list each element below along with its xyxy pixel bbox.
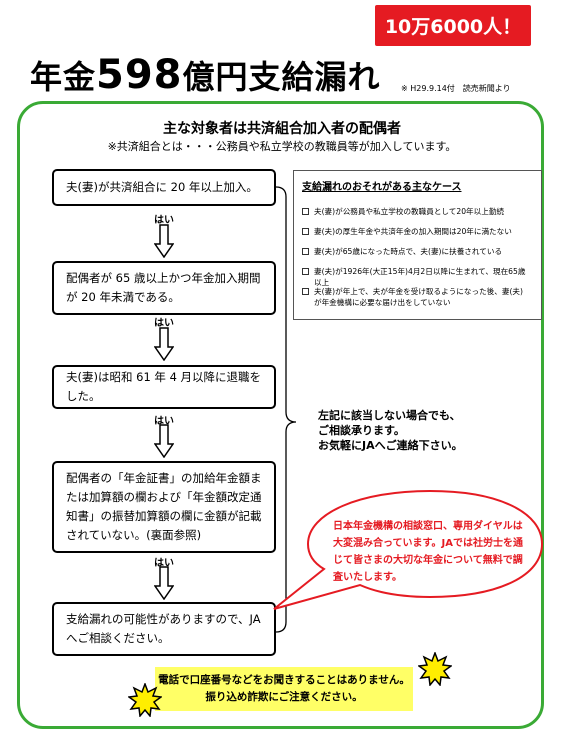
title-suffix: 億円支給漏れ [182, 58, 381, 96]
starburst-icon [128, 683, 162, 717]
flow-step-1-text: 夫(妻)が共済組合に 20 年以上加入。 [66, 180, 258, 194]
title-prefix: 年金 [30, 58, 97, 96]
main-heading: 主な対象者は共済組合加入者の配偶者 [163, 121, 401, 137]
speech-bubble [273, 489, 544, 610]
flow-step-5: 支給漏れの可能性がありますので、JAへご相談ください。 [52, 602, 276, 656]
amount-badge: 10万6000人！ [375, 5, 531, 46]
down-arrow-icon [154, 424, 174, 458]
bubble-text: 日本年金機構の相談窓口、専用ダイヤルは大変混み合っています。JAでは社労士を通じ… [333, 521, 523, 583]
sub-heading: ※共済組合とは・・・公務員や私立学校の教職員等が加入しています。 [107, 140, 457, 153]
note-line-2: ご相談承ります。 [318, 424, 405, 437]
note-line-3: お気軽にJAへご連絡下さい。 [318, 439, 463, 452]
flow-step-5-text: 支給漏れの可能性がありますので、JAへご相談ください。 [66, 612, 261, 645]
checklist-item-text: 妻(夫)の厚生年金や共済年金の加入期間は20年に満たない [314, 227, 512, 236]
flow-step-2: 配偶者が 65 歳以上かつ年金加入期間が 20 年未満である。 [52, 261, 276, 315]
warning-line-1: 電話で口座番号などをお聞きすることはありません。 [158, 674, 410, 686]
flow-step-2-text: 配偶者が 65 歳以上かつ年金加入期間が 20 年未満である。 [66, 271, 261, 304]
checklist-item: 妻(夫)の厚生年金や共済年金の加入期間は20年に満たない [302, 226, 527, 237]
bracket-connector [276, 186, 297, 633]
checklist-item: 夫(妻)が年上で、夫が年金を受け取るようになった後、妻(夫)が年金機構に必要な届… [302, 286, 527, 308]
down-arrow-icon [154, 327, 174, 361]
warning-line-2: 振り込め詐欺にご注意ください。 [205, 691, 363, 703]
starburst-icon [418, 652, 452, 686]
fraud-warning: 電話で口座番号などをお聞きすることはありません。 振り込め詐欺にご注意ください。 [155, 667, 413, 711]
checkbox-icon [302, 268, 309, 275]
checklist-item: 妻(夫)が65歳になった時点で、夫(妻)に扶養されている [302, 246, 527, 257]
consultation-note: 左記に該当しない場合でも、 ご相談承ります。 お気軽にJAへご連絡下さい。 [318, 408, 463, 453]
checklist-item-text: 夫(妻)が年上で、夫が年金を受け取るようになった後、妻(夫)が年金機構に必要な届… [314, 287, 523, 307]
checklist-item: 妻(夫)が1926年(大正15年)4月2日以降に生まれて、現在65歳以上 [302, 266, 527, 288]
yes-label-1: はい [154, 215, 174, 226]
content-frame [17, 101, 544, 729]
source-note: ※ H29.9.14付 読売新聞より [401, 84, 511, 93]
checkbox-icon [302, 248, 309, 255]
checkbox-icon [302, 228, 309, 235]
flow-step-4-text: 配偶者の「年金証書」の加給年金額または加算額の欄および「年金額改定通知書」の振替… [66, 471, 262, 542]
checkbox-icon [302, 288, 309, 295]
flow-step-3-text: 夫(妻)は昭和 61 年 4 月以降に退職をした。 [66, 370, 262, 403]
yes-label-2: はい [154, 318, 174, 329]
title-number: 598 [96, 52, 183, 98]
checklist-item: 夫(妻)が公務員や私立学校の教職員として20年以上勤続 [302, 206, 527, 217]
note-line-1: 左記に該当しない場合でも、 [318, 409, 461, 422]
checklist-title: 支給漏れのおそれがある主なケース [302, 182, 462, 193]
checklist-item-text: 妻(夫)が65歳になった時点で、夫(妻)に扶養されている [314, 247, 503, 256]
checklist-item-text: 妻(夫)が1926年(大正15年)4月2日以降に生まれて、現在65歳以上 [314, 267, 526, 287]
down-arrow-icon [154, 224, 174, 258]
cases-checklist [293, 170, 542, 320]
yes-label-4: はい [154, 558, 174, 569]
checklist-item-text: 夫(妻)が公務員や私立学校の教職員として20年以上勤続 [314, 207, 505, 216]
page-title: 年金598億円支給漏れ [30, 52, 381, 98]
flow-step-4: 配偶者の「年金証書」の加給年金額または加算額の欄および「年金額改定通知書」の振替… [52, 461, 276, 553]
yes-label-3: はい [154, 416, 174, 427]
checkbox-icon [302, 208, 309, 215]
down-arrow-icon [154, 566, 174, 600]
flow-step-3: 夫(妻)は昭和 61 年 4 月以降に退職をした。 [52, 365, 276, 409]
flow-step-1: 夫(妻)が共済組合に 20 年以上加入。 [52, 169, 276, 206]
